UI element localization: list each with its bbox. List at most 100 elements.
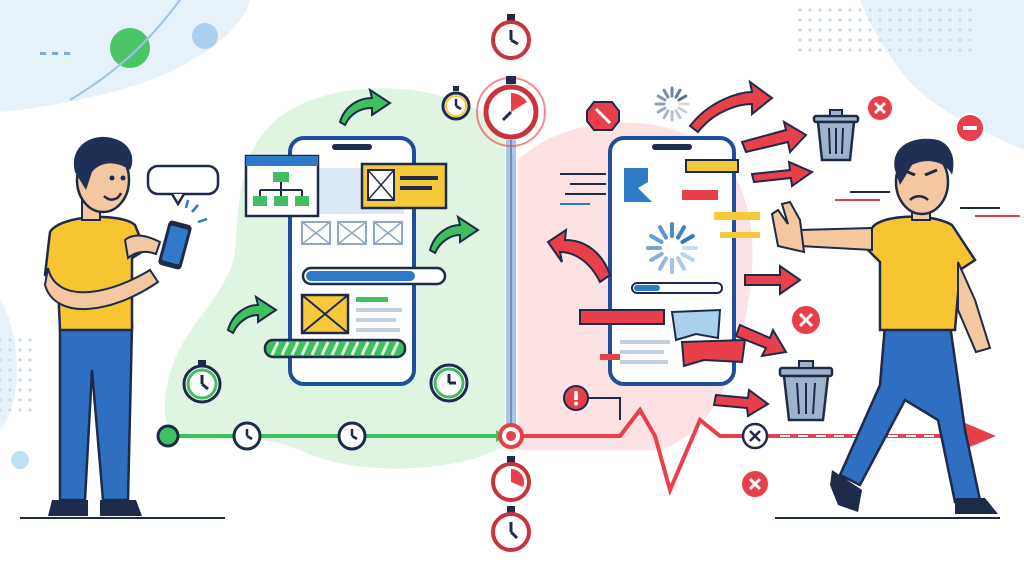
decor-dot <box>958 8 962 12</box>
left-shoes <box>48 500 142 516</box>
happy-user <box>20 136 225 519</box>
decor-dot <box>808 8 812 12</box>
green-arrows <box>226 87 480 335</box>
decor-dot <box>878 18 882 22</box>
left-phone <box>158 220 192 270</box>
decor-dot <box>848 8 852 12</box>
text-line <box>356 318 396 322</box>
glitch-bar <box>600 354 620 360</box>
decor-dot <box>908 38 912 42</box>
spinner-tick <box>656 94 667 102</box>
decor-dot <box>898 28 902 32</box>
decor-dot <box>818 18 822 22</box>
spinner-tick <box>656 106 667 114</box>
decor-dot <box>908 28 912 32</box>
decor-dot <box>878 8 882 12</box>
decor-dot <box>798 8 802 12</box>
error-x-icon <box>741 422 769 450</box>
glitch-bar <box>720 232 760 238</box>
error-x-icon <box>740 469 770 499</box>
decor-dot <box>868 18 872 22</box>
right-legs <box>838 323 982 504</box>
decor-dot <box>908 8 912 12</box>
decor-dot <box>808 18 812 22</box>
decor-dot <box>918 38 922 42</box>
minus-circle-icon <box>955 113 985 143</box>
decor-dot <box>0 348 2 352</box>
spinner-tick <box>649 252 664 262</box>
decor-dot <box>0 398 2 402</box>
left-hair <box>73 136 133 190</box>
spinner-tick <box>649 234 664 244</box>
green-arrow <box>226 294 278 335</box>
stripe <box>290 341 300 356</box>
spinner-tick <box>677 106 688 114</box>
left-legs <box>58 323 134 502</box>
stripe <box>330 341 340 356</box>
spinner-tick <box>680 252 695 262</box>
decor-dot <box>848 48 852 52</box>
text-line <box>356 308 402 312</box>
decor-dot <box>888 8 892 12</box>
decor-dot <box>918 28 922 32</box>
decor-dot <box>968 8 972 12</box>
decor-dot <box>858 28 862 32</box>
stopwatch-icon <box>182 360 222 404</box>
stripe <box>380 341 390 356</box>
trash-bin-icon <box>812 109 860 162</box>
right-angry-brow <box>902 168 938 177</box>
right-hand-stop <box>770 200 806 254</box>
decor-dot <box>948 18 952 22</box>
striped-progress-stripes <box>270 341 400 356</box>
decor-dot <box>888 18 892 22</box>
decor-dot <box>918 8 922 12</box>
decor-dot <box>898 38 902 42</box>
stripe <box>310 341 320 356</box>
stripe <box>390 341 400 356</box>
stripe <box>270 341 280 356</box>
decor-dot <box>958 28 962 32</box>
decor-dot <box>968 18 972 22</box>
decor-dot <box>838 18 842 22</box>
decor-dot <box>928 38 932 42</box>
decor-dashes-left <box>40 52 70 55</box>
timeline <box>156 140 996 497</box>
timeline-start-node <box>156 424 180 448</box>
decor-dot <box>848 18 852 22</box>
decor-dot <box>8 338 12 342</box>
spinner-tick <box>676 256 686 271</box>
glitch-bar <box>682 190 718 200</box>
decor-dot <box>0 388 2 392</box>
decor-dot <box>908 18 912 22</box>
spinner-tick <box>677 94 688 102</box>
right-shoes <box>830 470 998 514</box>
stopwatch-icon <box>441 86 471 121</box>
decor-dot <box>938 8 942 12</box>
decor-dot <box>948 28 952 32</box>
decor-dot <box>8 368 12 372</box>
right-back-arm <box>957 261 992 354</box>
decor-dot <box>958 48 962 52</box>
decor-blue-circle-small <box>11 451 29 469</box>
decor-dot <box>28 338 32 342</box>
clock-icon <box>337 421 367 451</box>
decor-dot <box>948 8 952 12</box>
error-x-icon <box>866 94 894 122</box>
stripe <box>360 341 370 356</box>
decor-dot <box>18 378 22 382</box>
decor-dot <box>828 38 832 42</box>
decor-dot <box>888 48 892 52</box>
red-arrow <box>740 119 808 155</box>
decor-dot <box>828 28 832 32</box>
decor-green-circle <box>110 28 150 68</box>
red-arrows <box>546 79 815 418</box>
image-placeholder-icon <box>337 221 367 245</box>
timeline-center-dot <box>506 431 516 441</box>
red-arrow <box>688 79 774 134</box>
spinner-tick <box>674 88 682 99</box>
decor-dot <box>958 18 962 22</box>
top-right-blue-blob <box>860 0 1024 150</box>
decor-dot <box>818 28 822 32</box>
decor-dot <box>18 408 22 412</box>
